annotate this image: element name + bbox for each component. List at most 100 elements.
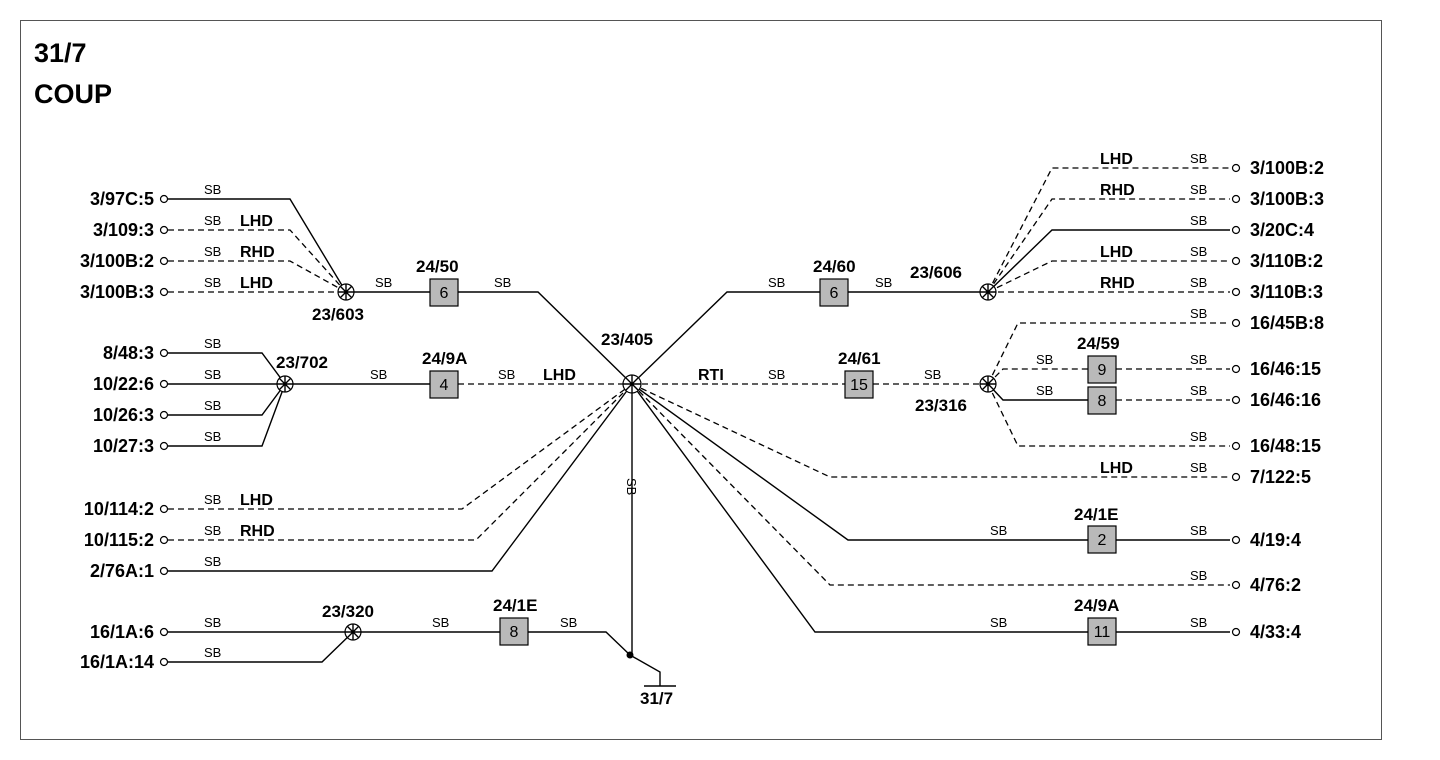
svg-text:SB: SB xyxy=(204,213,221,228)
node-label-23-320: 23/320 xyxy=(322,602,374,621)
svg-text:SB: SB xyxy=(1190,306,1207,321)
connector-box-24-59-upper: 9 xyxy=(1087,355,1117,384)
wires-node-23-316 xyxy=(632,322,1230,447)
wires-node-23-606 xyxy=(631,167,1230,385)
pin-label: 3/97C:5 xyxy=(90,189,154,209)
pin-label: 10/115:2 xyxy=(84,530,154,550)
svg-text:SB: SB xyxy=(204,492,221,507)
connector-label-24-9a-lower: 24/9A xyxy=(1074,596,1119,615)
wires-right-lower xyxy=(631,383,1230,633)
svg-text:LHD: LHD xyxy=(240,213,273,230)
svg-text:SB: SB xyxy=(875,275,892,290)
pin-label: 16/46:15 xyxy=(1250,359,1321,379)
svg-text:SB: SB xyxy=(1190,615,1207,630)
svg-text:LHD: LHD xyxy=(1100,151,1133,168)
node-label-23-702: 23/702 xyxy=(276,353,328,372)
svg-text:SB: SB xyxy=(560,615,577,630)
svg-text:SB: SB xyxy=(990,523,1007,538)
pin-label: 4/19:4 xyxy=(1250,530,1301,550)
connector-box-24-9a-upper: 4 xyxy=(429,370,459,399)
pin-label: 10/27:3 xyxy=(93,436,154,456)
svg-text:SB: SB xyxy=(1190,151,1207,166)
splice-23-606 xyxy=(979,283,997,301)
pin-label: 10/26:3 xyxy=(93,405,154,425)
right-terminals xyxy=(1231,163,1241,637)
pin-label: 7/122:5 xyxy=(1250,467,1311,487)
svg-text:LHD: LHD xyxy=(1100,460,1133,477)
connector-label-24-1e-lower: 24/1E xyxy=(493,596,537,615)
svg-text:SB: SB xyxy=(1190,460,1207,475)
wires-node-23-603 xyxy=(168,198,633,385)
svg-text:9: 9 xyxy=(1098,362,1107,379)
svg-text:SB: SB xyxy=(1036,352,1053,367)
wires-ground xyxy=(168,384,676,687)
pin-label: 16/45B:8 xyxy=(1250,313,1324,333)
connector-box-24-50: 6 xyxy=(429,278,459,307)
connector-label-24-61: 24/61 xyxy=(838,349,881,368)
node-label-23-316: 23/316 xyxy=(915,396,967,415)
node-label-23-603: 23/603 xyxy=(312,305,364,324)
pin-label: 4/76:2 xyxy=(1250,575,1301,595)
svg-text:SB: SB xyxy=(204,367,221,382)
title-line-1: 31/7 xyxy=(34,38,87,68)
connector-box-24-1e-lower: 8 xyxy=(499,617,529,646)
svg-text:LHD: LHD xyxy=(240,275,273,292)
pin-label: 4/33:4 xyxy=(1250,622,1301,642)
pin-label: 10/114:2 xyxy=(84,499,154,519)
wire-color-labels: SB SB SB SB SB SB SB SB SB SB SB SB SB S… xyxy=(204,151,1207,660)
connector-box-24-59-lower: 8 xyxy=(1087,386,1117,415)
svg-text:4: 4 xyxy=(440,377,449,394)
pin-label: 8/48:3 xyxy=(103,343,154,363)
svg-text:SB: SB xyxy=(204,429,221,444)
svg-text:SB: SB xyxy=(204,523,221,538)
svg-text:SB: SB xyxy=(204,275,221,290)
svg-text:SB: SB xyxy=(924,367,941,382)
svg-text:SB: SB xyxy=(1190,213,1207,228)
pin-label: 3/100B:2 xyxy=(1250,158,1324,178)
wires-node-23-702 xyxy=(168,352,632,447)
connector-label-24-50: 24/50 xyxy=(416,257,459,276)
pin-label: 3/100B:3 xyxy=(80,282,154,302)
svg-text:6: 6 xyxy=(440,285,449,302)
svg-text:SB: SB xyxy=(204,645,221,660)
pin-label: 3/110B:2 xyxy=(1250,251,1323,271)
pin-label: 3/20C:4 xyxy=(1250,220,1314,240)
svg-text:LHD: LHD xyxy=(240,492,273,509)
svg-text:SB: SB xyxy=(1190,523,1207,538)
svg-text:SB: SB xyxy=(768,367,785,382)
connector-box-24-9a-lower: 11 xyxy=(1087,617,1117,646)
node-label-23-405: 23/405 xyxy=(601,330,653,349)
pin-label: 16/1A:14 xyxy=(80,652,154,672)
svg-text:RHD: RHD xyxy=(1100,275,1135,292)
wires-left-lower xyxy=(168,383,633,572)
svg-text:RHD: RHD xyxy=(240,523,275,540)
pin-label: 16/48:15 xyxy=(1250,436,1321,456)
svg-text:SB: SB xyxy=(375,275,392,290)
pin-label: 3/110B:3 xyxy=(1250,282,1323,302)
svg-text:8: 8 xyxy=(1098,393,1107,410)
svg-text:RHD: RHD xyxy=(1100,182,1135,199)
title-line-2: COUP xyxy=(34,79,112,109)
connector-box-24-1e-right: 2 xyxy=(1087,525,1117,554)
connector-box-24-61: 15 xyxy=(844,370,874,399)
svg-text:2: 2 xyxy=(1098,532,1107,549)
diagram-frame xyxy=(20,20,1382,740)
svg-text:15: 15 xyxy=(850,377,868,394)
left-pin-labels: 3/97C:5 3/109:3 3/100B:2 3/100B:3 8/48:3… xyxy=(80,189,154,672)
svg-text:SB: SB xyxy=(990,615,1007,630)
pin-label: 3/109:3 xyxy=(93,220,154,240)
svg-text:SB: SB xyxy=(1036,383,1053,398)
svg-text:SB: SB xyxy=(1190,352,1207,367)
pin-label: 2/76A:1 xyxy=(90,561,154,581)
right-pin-labels: 3/100B:2 3/100B:3 3/20C:4 3/110B:2 3/110… xyxy=(1250,158,1324,642)
svg-text:SB: SB xyxy=(432,615,449,630)
connector-box-24-60: 6 xyxy=(819,278,849,307)
svg-text:SB: SB xyxy=(1190,383,1207,398)
svg-text:SB: SB xyxy=(204,615,221,630)
svg-text:SB: SB xyxy=(1190,275,1207,290)
svg-text:SB: SB xyxy=(1190,429,1207,444)
svg-text:SB: SB xyxy=(204,182,221,197)
svg-text:SB: SB xyxy=(624,478,639,495)
svg-text:LHD: LHD xyxy=(1100,244,1133,261)
pin-label: 16/1A:6 xyxy=(90,622,154,642)
